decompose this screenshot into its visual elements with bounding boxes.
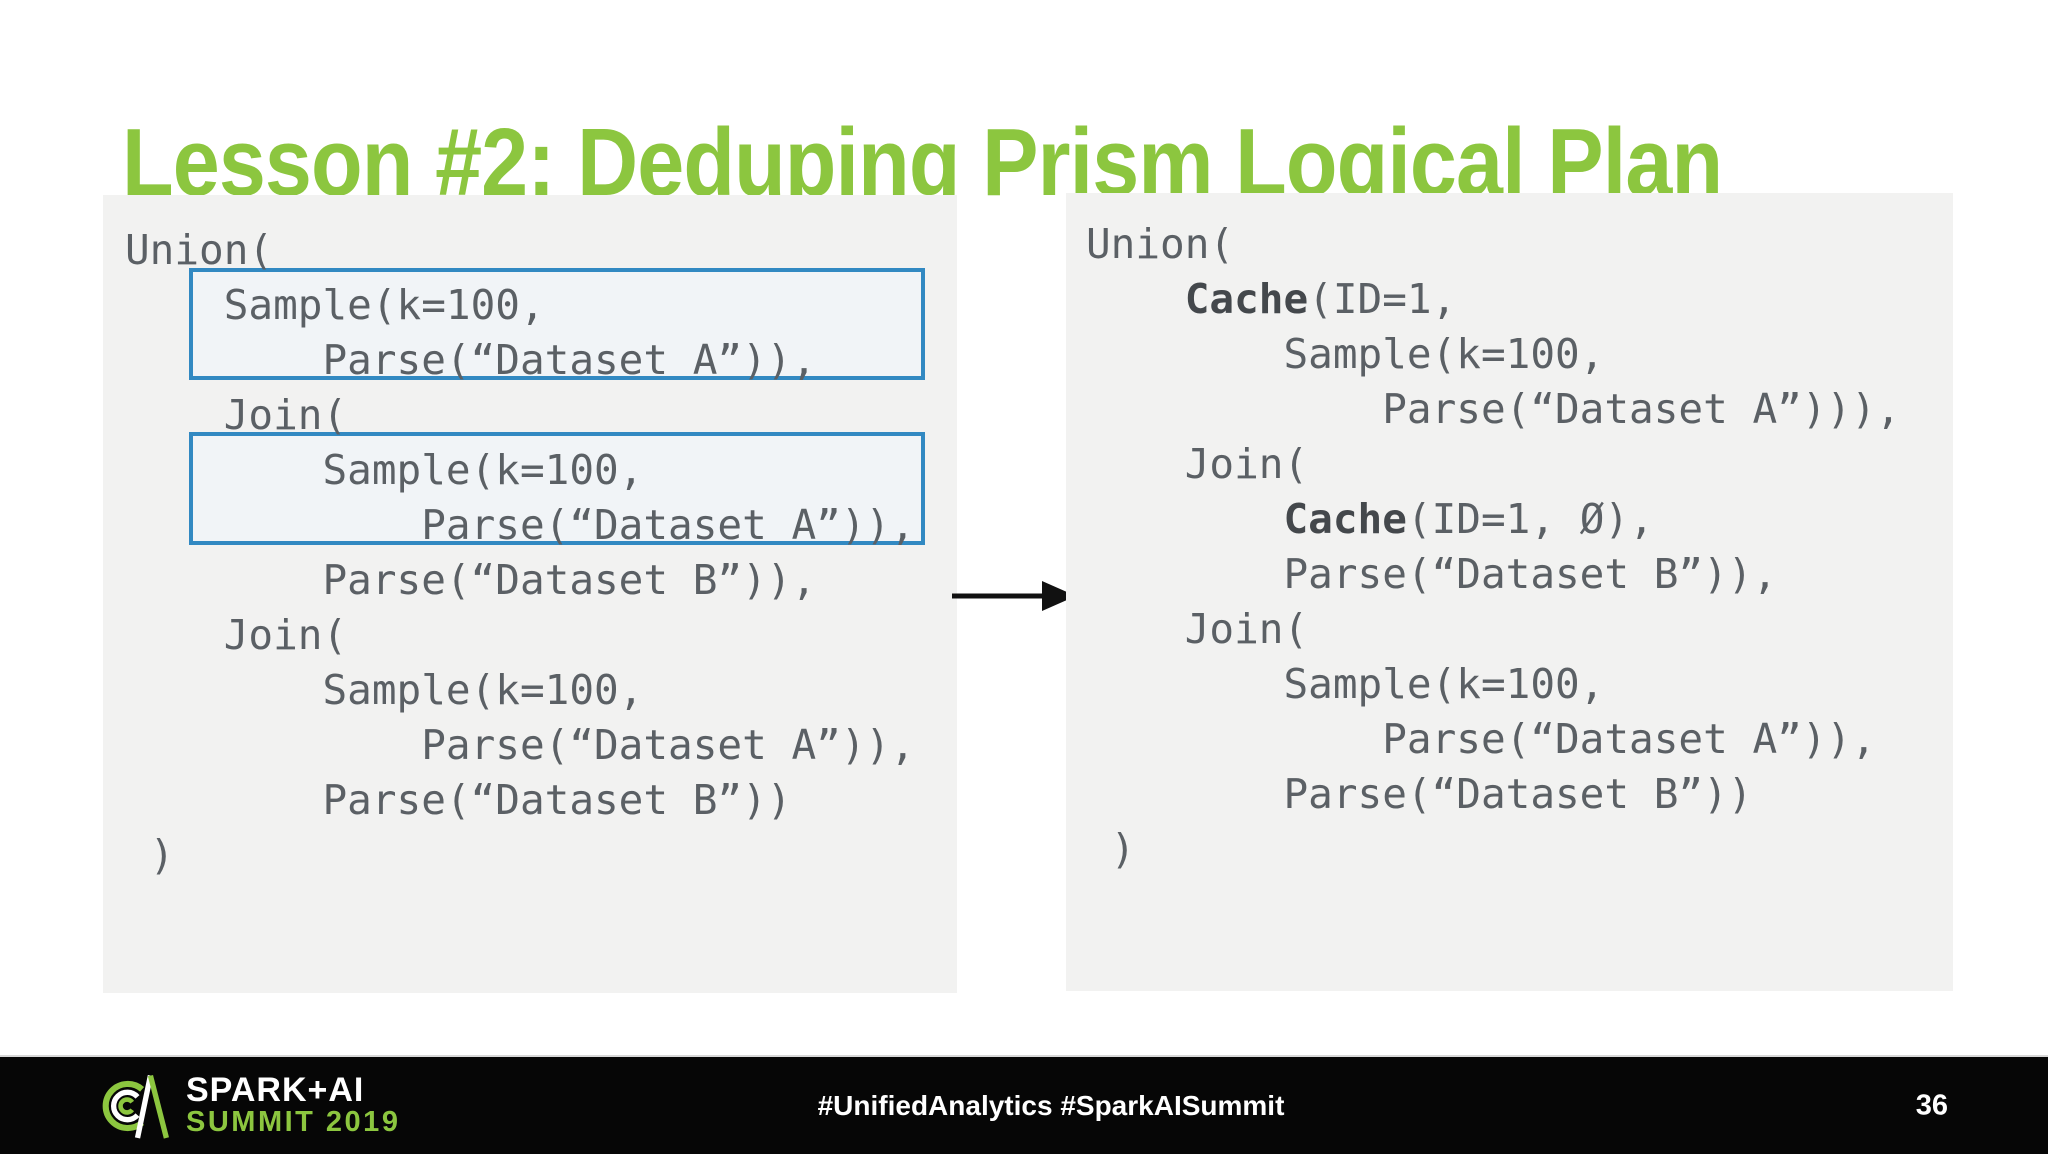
spark-ai-summit-logo-icon <box>102 1074 169 1139</box>
logo-text: SPARK+AI SUMMIT 2019 <box>186 1073 400 1138</box>
logo-title: SPARK+AI <box>186 1071 365 1109</box>
code-line: Parse(“Dataset A”))), <box>1086 385 1901 433</box>
code-line: Cache(ID=1, Ø), <box>1283 495 1654 543</box>
code-line: Parse(“Dataset B”)) <box>1086 770 1753 818</box>
page-number: 36 <box>1915 1089 1948 1121</box>
spark-ai-summit-logo: SPARK+AI SUMMIT 2019 <box>98 1071 400 1141</box>
code-line: Sample(k=100, <box>1086 660 1605 708</box>
code-line: Parse(“Dataset A”)), <box>125 501 915 549</box>
code-line: Sample(k=100, <box>125 281 545 329</box>
code-line: Join( <box>1086 605 1309 653</box>
code-line: Cache(ID=1, <box>1184 275 1457 323</box>
code-line: Join( <box>1086 440 1309 488</box>
code-block-before: Union( Sample(k=100, Parse(“Dataset A”))… <box>103 195 957 883</box>
code-line: Sample(k=100, <box>1086 330 1605 378</box>
highlight-box-duplicate-1 <box>189 268 925 380</box>
code-line: Sample(k=100, <box>125 666 644 714</box>
code-line: Union( <box>125 226 274 274</box>
code-panel-before: Union( Sample(k=100, Parse(“Dataset A”))… <box>103 195 957 993</box>
footer-hashtags: #UnifiedAnalytics #SparkAISummit <box>817 1089 1285 1121</box>
code-line: ) <box>1086 825 1136 873</box>
highlight-box-duplicate-2 <box>189 432 925 545</box>
code-line: Union( <box>1086 220 1235 268</box>
footer-bar: SPARK+AI SUMMIT 2019 #UnifiedAnalytics #… <box>0 1055 2048 1154</box>
code-line: ) <box>125 831 175 879</box>
code-line: Parse(“Dataset B”)), <box>1086 550 1778 598</box>
transform-arrow-icon <box>952 581 1076 611</box>
code-line: Parse(“Dataset A”)), <box>1086 715 1876 763</box>
code-line: Parse(“Dataset B”)) <box>125 776 792 824</box>
code-panel-after: Union( Cache(ID=1, Sample(k=100, Parse(“… <box>1066 193 1953 991</box>
code-line: Join( <box>125 611 348 659</box>
code-block-after: Union( Cache(ID=1, Sample(k=100, Parse(“… <box>1066 193 1953 877</box>
code-line: Join( <box>125 391 348 439</box>
code-line: Parse(“Dataset A”)), <box>125 721 915 769</box>
logo-subtitle: SUMMIT 2019 <box>186 1106 401 1138</box>
code-line: Parse(“Dataset A”)), <box>125 336 817 384</box>
code-line: Parse(“Dataset B”)), <box>125 556 817 604</box>
code-line: Sample(k=100, <box>125 446 644 494</box>
